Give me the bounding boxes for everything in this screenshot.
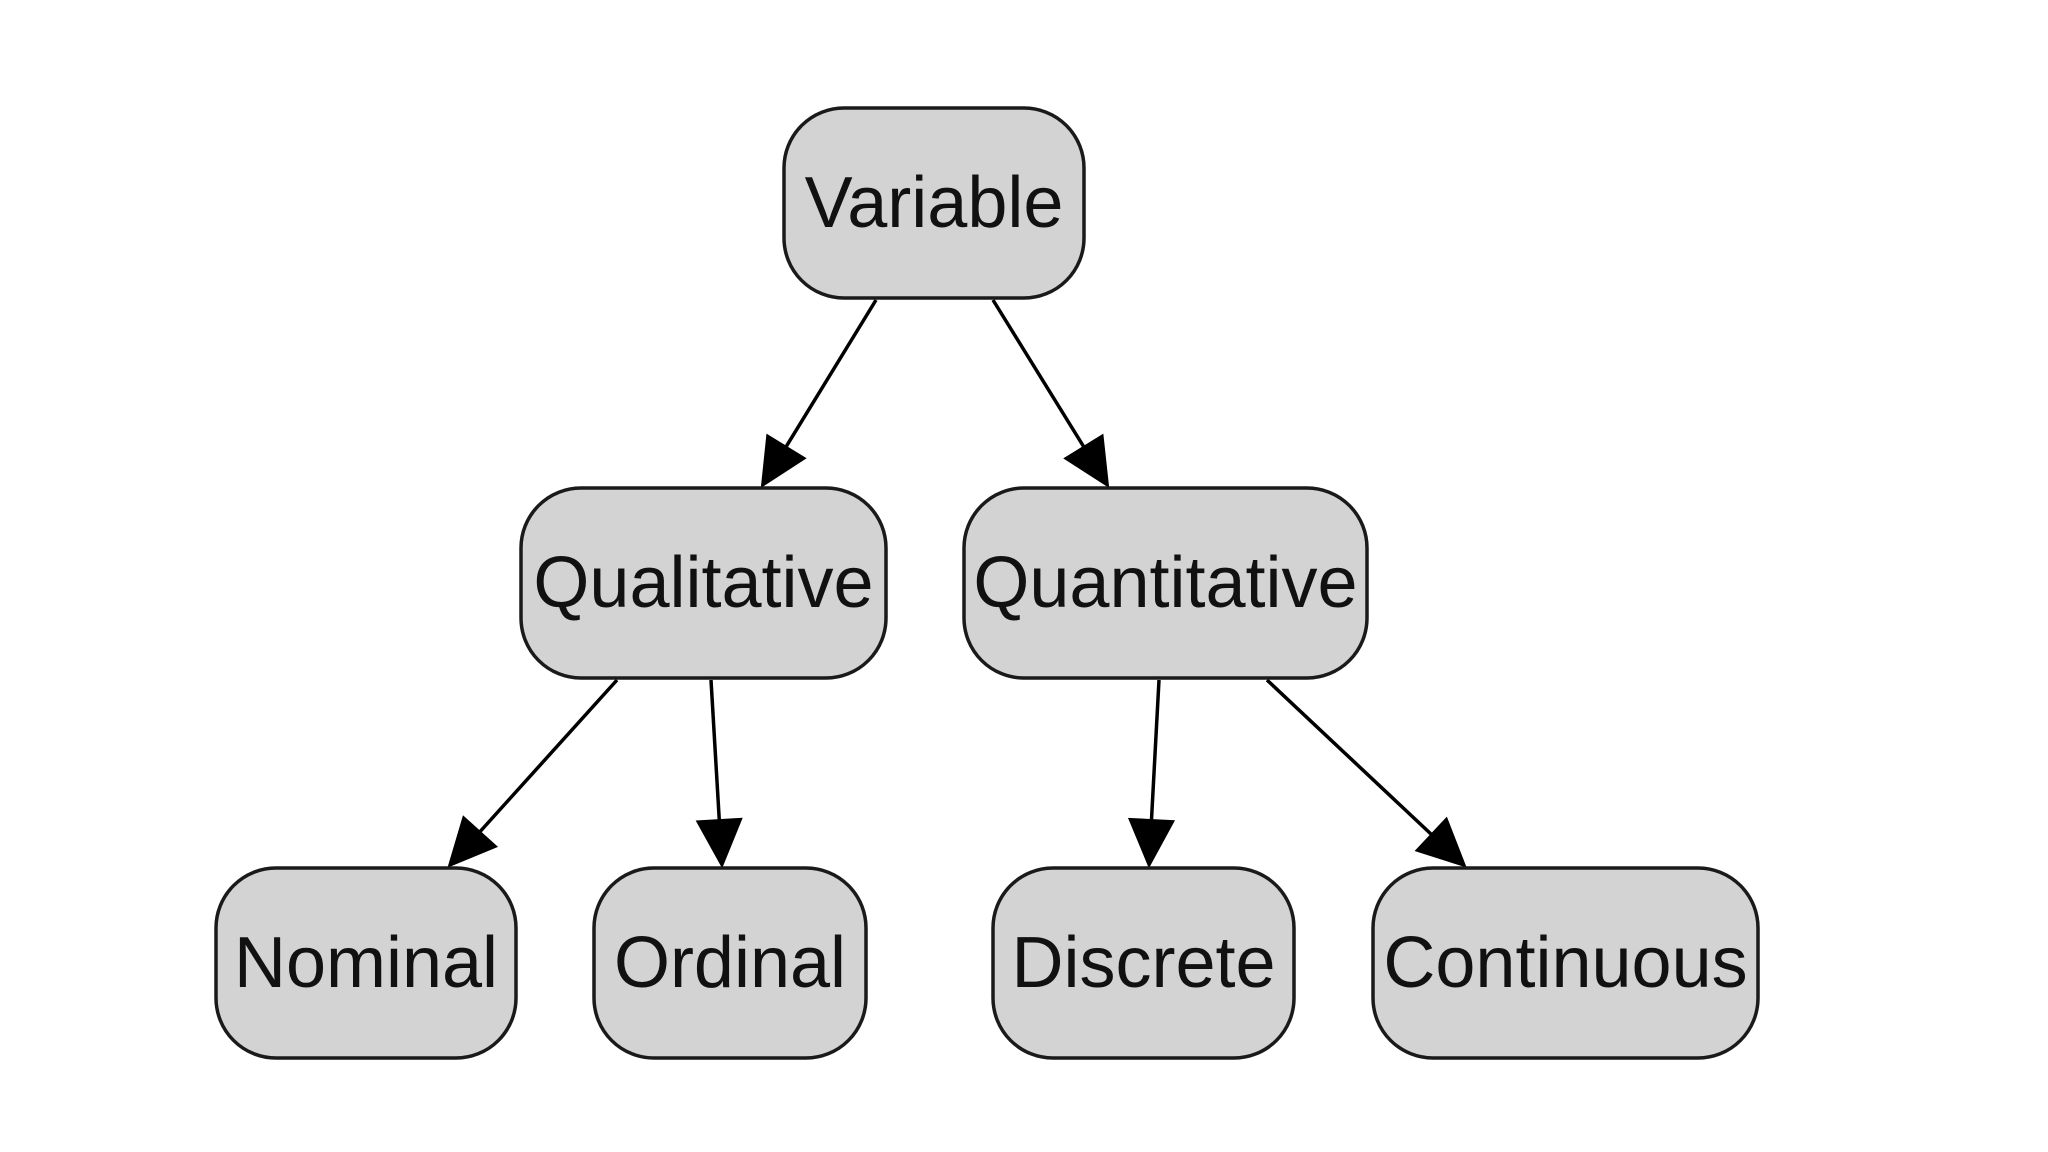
node-box-variable: [782, 106, 1086, 300]
arrowhead-qualitative-to-nominal: [447, 815, 499, 868]
edge-variable-to-quantitative: [991, 299, 1086, 448]
edge-variable-to-qualitative: [784, 299, 878, 448]
node-label-discrete: Discrete: [1011, 923, 1275, 1003]
node-box-discrete: [991, 866, 1296, 1060]
node-label-nominal: Nominal: [234, 923, 498, 1003]
node-variable: Variable: [782, 106, 1086, 300]
node-qualitative: Qualitative: [519, 486, 888, 680]
node-ordinal: Ordinal: [592, 866, 868, 1060]
node-label-ordinal: Ordinal: [614, 923, 846, 1003]
edge-quantitative-to-continuous: [1265, 678, 1433, 836]
edges-layer: [447, 299, 1467, 869]
edge-qualitative-to-nominal: [478, 678, 619, 834]
node-box-continuous: [1371, 866, 1760, 1060]
node-box-nominal: [214, 866, 518, 1060]
node-box-quantitative: [962, 486, 1369, 680]
node-label-variable: Variable: [805, 163, 1064, 243]
edge-qualitative-to-ordinal: [709, 679, 722, 821]
node-box-ordinal: [592, 866, 868, 1060]
arrowhead-quantitative-to-continuous: [1414, 816, 1467, 868]
node-box-qualitative: [519, 486, 888, 680]
node-label-qualitative: Qualitative: [533, 543, 873, 623]
arrowhead-quantitative-to-discrete: [1127, 817, 1176, 869]
arrowhead-qualitative-to-ordinal: [695, 817, 743, 869]
node-continuous: Continuous: [1371, 866, 1760, 1060]
node-label-quantitative: Quantitative: [973, 543, 1357, 623]
arrowhead-variable-to-qualitative: [760, 433, 807, 488]
node-nominal: Nominal: [214, 866, 518, 1060]
node-discrete: Discrete: [991, 866, 1296, 1060]
node-label-continuous: Continuous: [1383, 923, 1747, 1003]
edge-quantitative-to-discrete: [1149, 679, 1161, 821]
node-quantitative: Quantitative: [962, 486, 1369, 680]
arrowhead-variable-to-quantitative: [1063, 433, 1110, 488]
